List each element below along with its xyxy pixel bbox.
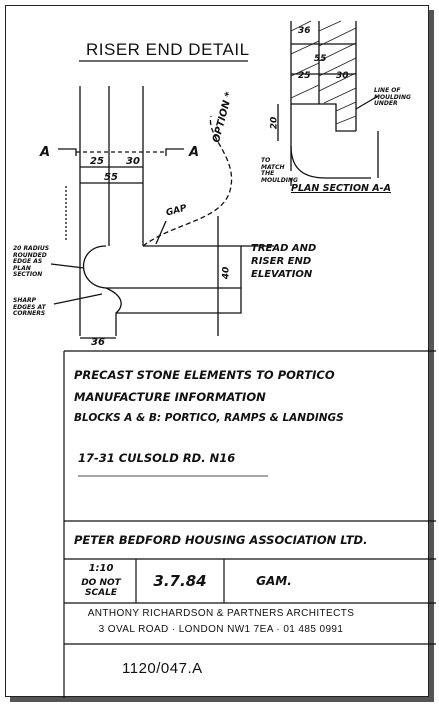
description-line-3: BLOCKS A & B: PORTICO, RAMPS & LANDINGS xyxy=(74,412,344,424)
moulding-note: LINE OF MOULDING UNDER xyxy=(374,87,411,107)
section-line-right xyxy=(165,148,184,156)
dim-55: 55 xyxy=(104,172,118,183)
client-name: PETER BEDFORD HOUSING ASSOCIATION LTD. xyxy=(74,533,368,547)
section-line-left xyxy=(58,148,77,156)
drawing-number: 1120/047.A xyxy=(122,660,203,677)
plan-dim-30: 30 xyxy=(336,71,349,81)
dim-30: 30 xyxy=(126,156,140,167)
title-block-grid xyxy=(63,350,436,698)
radius-leader xyxy=(50,263,85,269)
drawn-by: GAM. xyxy=(256,574,292,588)
plan-hatch xyxy=(290,20,357,125)
dim-25: 25 xyxy=(90,156,104,167)
plan-dim-55: 55 xyxy=(314,54,327,64)
gap-leader xyxy=(155,220,167,245)
scale-note: DO NOT SCALE xyxy=(81,578,121,598)
architect-address: 3 OVAL ROAD · LONDON NW1 7EA · 01 485 09… xyxy=(98,624,344,635)
section-marker-left: A xyxy=(40,145,51,160)
plan-dim-36: 36 xyxy=(298,26,311,36)
arrises-note: SHARP EDGES AT CORNERS xyxy=(13,297,46,317)
drawing-title: RISER END DETAIL xyxy=(86,40,250,59)
detail-drawing xyxy=(50,20,436,698)
site-address: 17-31 CULSOLD RD. N16 xyxy=(78,451,236,465)
dim-36: 36 xyxy=(91,337,105,348)
tread-riser-label: TREAD AND RISER END ELEVATION xyxy=(251,243,317,280)
dim-40: 40 xyxy=(221,266,232,280)
plan-step xyxy=(291,103,356,132)
moulding-profile xyxy=(105,287,122,336)
description-line-1: PRECAST STONE ELEMENTS TO PORTICO xyxy=(74,368,335,382)
plan-dim-20: 20 xyxy=(269,116,280,130)
plan-curve xyxy=(290,145,371,179)
drawing-sheet: RISER END DETAIL A A 25 30 55 36 40 GAP … xyxy=(5,5,436,698)
option-profile xyxy=(142,115,233,247)
arrises-leader xyxy=(53,293,103,305)
description-line-2: MANUFACTURE INFORMATION xyxy=(74,390,266,404)
drawing-date: 3.7.84 xyxy=(153,572,207,590)
riser-outline xyxy=(116,245,242,314)
architect-name: ANTHONY RICHARDSON & PARTNERS ARCHITECTS xyxy=(87,608,355,619)
section-note: TO MATCH THE MOULDING xyxy=(261,157,298,184)
scale: 1:10 xyxy=(88,563,114,574)
section-marker-right: A xyxy=(189,145,200,160)
tread-nosing xyxy=(83,245,241,289)
radius-note: 20 RADIUS ROUNDED EDGE AS PLAN SECTION xyxy=(13,245,50,278)
plan-dim-25: 25 xyxy=(298,71,311,81)
moulding-leader xyxy=(355,95,379,110)
plan-section-label: PLAN SECTION A-A xyxy=(291,183,391,194)
